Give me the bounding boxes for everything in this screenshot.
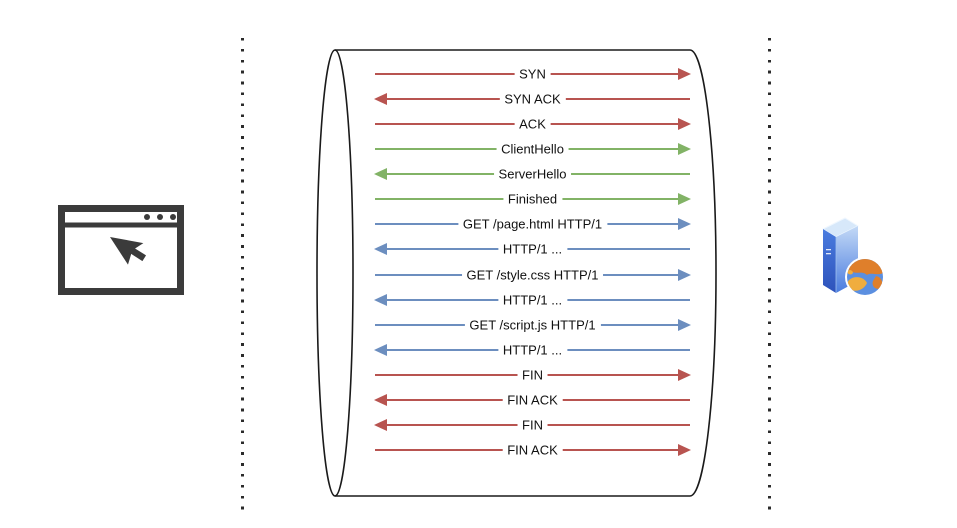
arrow-head-icon xyxy=(374,293,387,306)
arrow-head-icon xyxy=(678,268,691,281)
arrow-head-icon xyxy=(678,444,691,457)
message-label: SYN ACK xyxy=(499,90,566,108)
arrow-head-icon xyxy=(374,393,387,406)
message-row-syn-ack: SYN ACK xyxy=(374,89,690,109)
message-row-syn: SYN xyxy=(375,64,691,84)
browser-window-icon xyxy=(58,205,184,295)
message-row-fin: FIN xyxy=(375,365,691,385)
arrow-head-icon xyxy=(374,343,387,356)
arrow-head-icon xyxy=(678,318,691,331)
message-label: GET /style.css HTTP/1 xyxy=(461,266,604,284)
message-row-fin-ack: FIN ACK xyxy=(375,440,691,460)
message-row-http-1: HTTP/1 ... xyxy=(374,290,690,310)
message-label: FIN xyxy=(517,366,548,384)
arrow-head-icon xyxy=(678,68,691,80)
message-label: GET /script.js HTTP/1 xyxy=(464,316,601,334)
arrow-head-icon xyxy=(678,368,691,381)
web-server-icon xyxy=(821,217,885,297)
arrow-head-icon xyxy=(678,143,691,156)
message-label: ServerHello xyxy=(493,165,572,183)
pipe-left-cap xyxy=(316,49,354,497)
arrow-head-icon xyxy=(374,243,387,256)
client-boundary-dotted-line xyxy=(241,38,244,516)
message-row-get-page-html-http-1: GET /page.html HTTP/1 xyxy=(375,214,691,234)
arrow-head-icon xyxy=(678,193,691,206)
message-label: HTTP/1 ... xyxy=(497,341,568,359)
message-label: Finished xyxy=(502,190,563,208)
arrow-head-icon xyxy=(374,418,387,431)
message-label: FIN ACK xyxy=(502,441,563,459)
message-row-ack: ACK xyxy=(375,114,691,134)
message-row-http-1: HTTP/1 ... xyxy=(374,340,690,360)
arrow-head-icon xyxy=(678,218,691,231)
cursor-arrow-icon xyxy=(110,237,147,265)
message-label: HTTP/1 ... xyxy=(497,291,568,309)
message-row-finished: Finished xyxy=(375,189,691,209)
message-row-http-1: HTTP/1 ... xyxy=(374,239,690,259)
arrow-head-icon xyxy=(678,118,691,131)
arrow-head-icon xyxy=(374,93,387,106)
arrow-head-icon xyxy=(374,168,387,181)
message-row-get-script-js-http-1: GET /script.js HTTP/1 xyxy=(375,315,691,335)
message-label: GET /page.html HTTP/1 xyxy=(457,215,608,233)
message-row-fin-ack: FIN ACK xyxy=(374,390,690,410)
message-label: FIN ACK xyxy=(502,391,563,409)
window-dots-icon xyxy=(144,214,176,220)
message-row-serverhello: ServerHello xyxy=(374,164,690,184)
globe-icon xyxy=(845,257,885,297)
message-row-fin: FIN xyxy=(374,415,690,435)
message-row-clienthello: ClientHello xyxy=(375,139,691,159)
message-label: FIN xyxy=(517,416,548,434)
server-tower-icon xyxy=(821,217,860,293)
message-row-get-style-css-http-1: GET /style.css HTTP/1 xyxy=(375,265,691,285)
server-boundary-dotted-line xyxy=(768,38,771,516)
message-label: HTTP/1 ... xyxy=(497,240,568,258)
message-label: SYN xyxy=(514,65,551,83)
message-label: ClientHello xyxy=(496,140,569,158)
message-label: ACK xyxy=(514,115,551,133)
